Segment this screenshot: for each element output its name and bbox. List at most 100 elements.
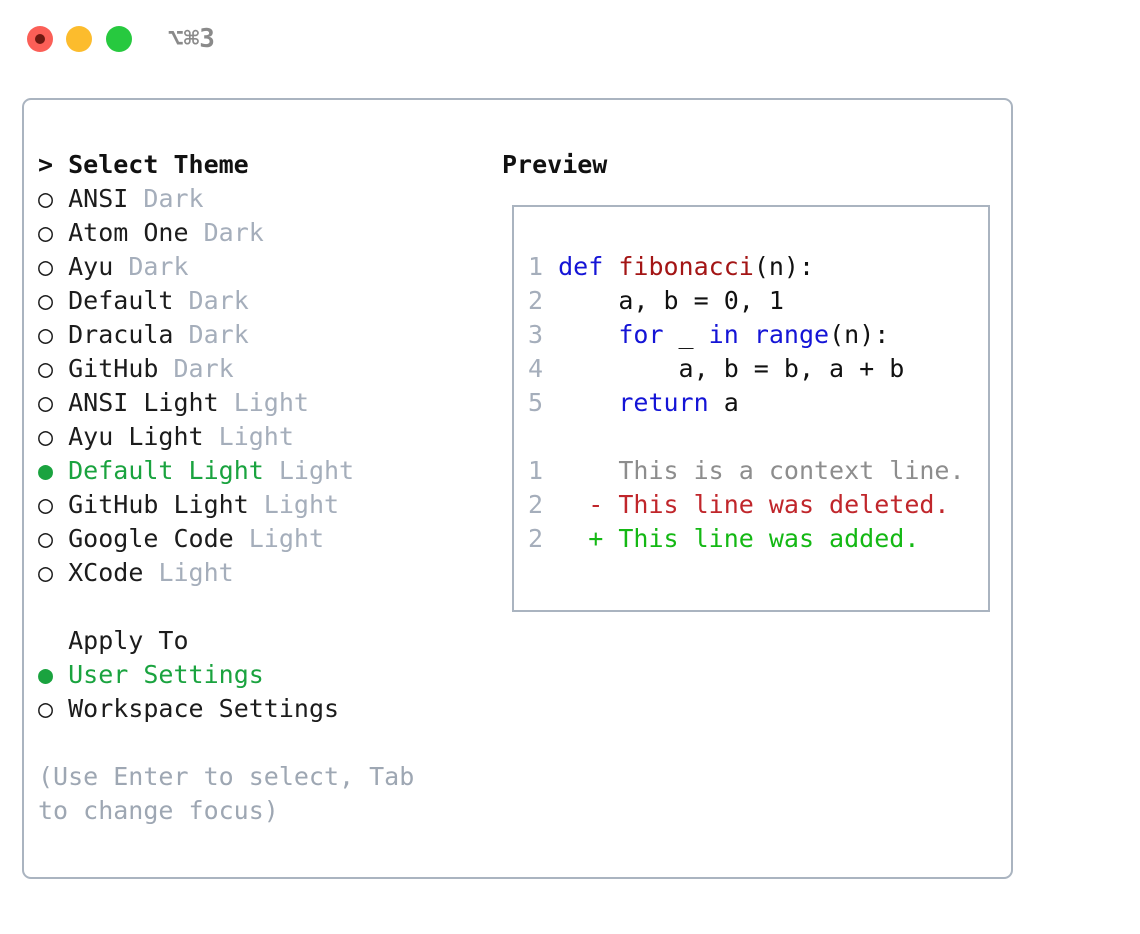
code-line: 2 a, b = 0, 1 (528, 284, 982, 318)
spacer (53, 694, 68, 723)
theme-name-label: GitHub Light (68, 490, 249, 519)
diff-marker: - (588, 490, 604, 519)
apply-to-header: Apply To (38, 626, 189, 655)
diff-line: 2 + This line was added. (528, 522, 982, 556)
code-line: 3 for _ in range(n): (528, 318, 982, 352)
code-line-number: 5 (528, 388, 544, 417)
theme-list-item[interactable]: ○ Dracula Dark (38, 318, 478, 352)
list-spacer (38, 590, 478, 624)
code-token (558, 320, 618, 349)
theme-list: ○ ANSI Dark○ Atom One Dark○ Ayu Dark○ De… (38, 182, 478, 590)
code-token: _ (663, 320, 709, 349)
theme-list-item[interactable]: ○ Google Code Light (38, 522, 478, 556)
theme-list-item[interactable]: ○ ANSI Light Light (38, 386, 478, 420)
theme-variant-label: Dark (158, 354, 234, 383)
gutter-gap (543, 354, 558, 383)
gutter-gap (543, 490, 588, 519)
theme-list-item[interactable]: ○ Atom One Dark (38, 216, 478, 250)
theme-name-label: Atom One (68, 218, 189, 247)
theme-name-label: Ayu Light (68, 422, 204, 451)
theme-name-label: Ayu (68, 252, 114, 281)
apply-to-label: Workspace Settings (68, 694, 340, 723)
preview-header: Preview (502, 150, 608, 179)
spacer (603, 524, 618, 553)
theme-list-item[interactable]: ○ Default Dark (38, 284, 478, 318)
theme-variant-label: Light (233, 524, 325, 553)
apply-to-list: ● User Settings○ Workspace Settings (38, 658, 478, 726)
code-token: fibonacci (618, 252, 754, 281)
code-token: (n): (829, 320, 890, 349)
theme-name-label: XCode (68, 558, 144, 587)
theme-variant-label: Dark (173, 320, 249, 349)
code-line-number: 4 (528, 354, 544, 383)
theme-list-item[interactable]: ○ Ayu Dark (38, 250, 478, 284)
apply-to-option[interactable]: ○ Workspace Settings (38, 692, 478, 726)
radio-unselected-icon: ○ (38, 354, 54, 383)
radio-unselected-icon: ○ (38, 558, 54, 587)
theme-variant-label: Light (248, 490, 340, 519)
theme-name-label: Dracula (68, 320, 174, 349)
code-token: range (753, 320, 830, 349)
radio-unselected-icon: ○ (38, 320, 54, 349)
spacer (53, 388, 68, 417)
theme-list-item[interactable]: ○ XCode Light (38, 556, 478, 590)
apply-to-option[interactable]: ● User Settings (38, 658, 478, 692)
theme-list-item[interactable]: ○ Ayu Light Light (38, 420, 478, 454)
code-token: in (708, 320, 739, 349)
content-panel: > Select Theme ○ ANSI Dark○ Atom One Dar… (22, 98, 1013, 879)
code-line: 1 def fibonacci(n): (528, 250, 982, 284)
spacer (53, 490, 68, 519)
spacer (53, 184, 68, 213)
gutter-gap (543, 524, 588, 553)
preview-column: Preview 1 def fibonacci(n):2 a, b = 0, 1… (502, 148, 1002, 612)
spacer (53, 218, 68, 247)
diff-text: This line was added. (618, 524, 920, 553)
radio-selected-icon: ● (38, 660, 54, 689)
code-token: for (618, 320, 664, 349)
spacer (53, 354, 68, 383)
theme-variant-label: Light (218, 388, 309, 417)
theme-name-label: ANSI (68, 184, 129, 213)
apply-to-label: User Settings (68, 660, 264, 689)
close-window-icon (35, 34, 45, 44)
gutter-gap (543, 456, 588, 485)
diff-line-number: 2 (528, 524, 544, 553)
theme-list-item[interactable]: ○ GitHub Dark (38, 352, 478, 386)
theme-name-label: ANSI Light (68, 388, 219, 417)
code-line-number: 3 (528, 320, 544, 349)
theme-variant-label: Light (143, 558, 234, 587)
diff-text: This line was deleted. (618, 490, 950, 519)
spacer (53, 252, 68, 281)
select-theme-header: > Select Theme (38, 150, 249, 179)
diff-marker (588, 456, 603, 485)
code-token (739, 320, 754, 349)
radio-unselected-icon: ○ (38, 252, 54, 281)
theme-list-item[interactable]: ○ GitHub Light Light (38, 488, 478, 522)
theme-variant-label: Dark (173, 286, 249, 315)
radio-unselected-icon: ○ (38, 490, 54, 519)
diff-line-number: 1 (528, 456, 544, 485)
spacer (53, 422, 68, 451)
radio-unselected-icon: ○ (38, 524, 54, 553)
spacer (53, 456, 68, 485)
diff-marker: + (588, 524, 604, 553)
gutter-gap (543, 286, 558, 315)
gutter-gap (543, 252, 558, 281)
theme-variant-label: Dark (113, 252, 189, 281)
code-token: def (558, 252, 619, 281)
theme-variant-label: Dark (128, 184, 204, 213)
radio-selected-icon: ● (38, 456, 54, 485)
theme-list-item[interactable]: ● Default Light Light (38, 454, 478, 488)
gutter-gap (543, 320, 558, 349)
code-token: return (618, 388, 709, 417)
gutter-gap (543, 388, 558, 417)
title-bar: ⌥⌘3 (0, 0, 1140, 78)
radio-unselected-icon: ○ (38, 422, 54, 451)
minimize-window-button[interactable] (66, 26, 92, 52)
theme-name-label: GitHub (68, 354, 159, 383)
zoom-window-button[interactable] (106, 26, 132, 52)
theme-list-item[interactable]: ○ ANSI Dark (38, 182, 478, 216)
spacer (53, 320, 68, 349)
